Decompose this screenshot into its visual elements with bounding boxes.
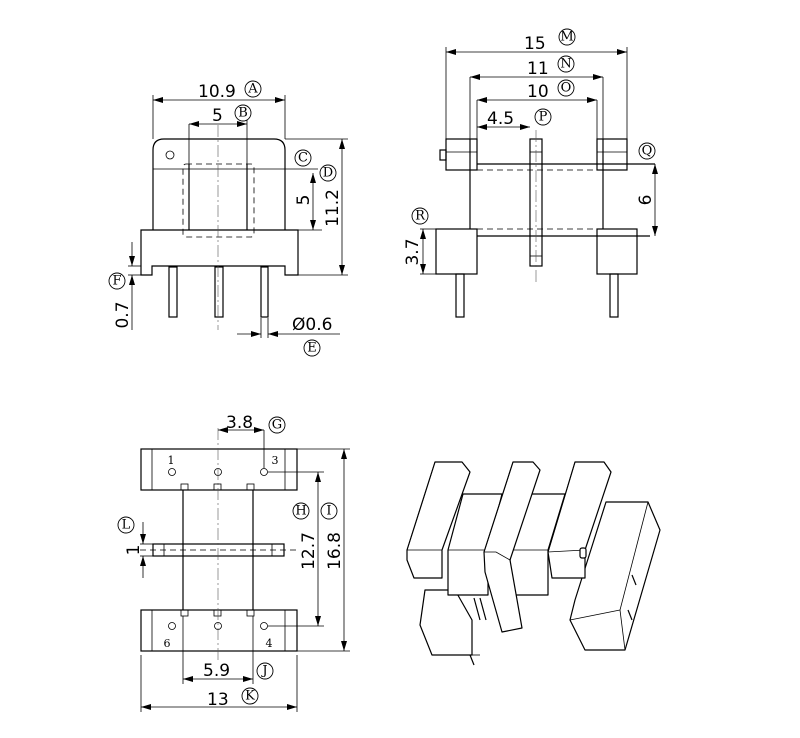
label-P: P [539,110,548,125]
label-J: J [260,664,267,679]
side-view: 15 M 11 N 10 O 4.5 P Q 6 R 3.7 [403,28,658,318]
iso-base-left [419,589,473,656]
pin-number: 1 [168,454,175,467]
dim-B: 5 [212,106,223,126]
dim-K: 13 [207,690,229,710]
dim-Q-height: 6 [636,195,656,206]
label-M: M [560,30,573,45]
pin [214,266,224,318]
bottom-view: 1 3 6 4 3.8 G 12.7 H 16.8 I 5.9 J [117,413,350,712]
base-flange [140,229,299,276]
label-H: H [295,504,306,519]
dim-L: 1 [124,545,144,556]
dim-M: 15 [524,34,546,54]
label-A: A [247,82,258,97]
dim-O: 10 [527,82,549,102]
dim-D: 11.2 [323,189,343,227]
iso-flange-1 [406,461,471,579]
label-I: I [326,504,331,519]
label-O: O [561,81,572,96]
bobbin-top-body [152,138,286,230]
pin [260,266,269,318]
label-R: R [415,209,426,224]
dim-F: 0.7 [113,301,133,328]
label-L: L [122,518,131,533]
pin-number: 6 [164,637,171,650]
core-window-hidden [182,163,255,238]
iso-flange-3 [547,461,612,579]
pin [609,273,619,318]
dim-R: 3.7 [403,238,423,265]
nub [439,149,447,161]
iso-base-right [569,501,661,651]
label-N: N [560,57,571,72]
pin [455,273,465,318]
front-view: 10.9 A 5 B C 5 11.2 D 0.7 F Ø0.6 E [108,80,348,357]
pin-number: 4 [266,637,273,650]
label-C: C [298,151,308,166]
isometric-view [406,461,661,666]
iso-nub [579,547,587,559]
label-E: E [307,341,317,356]
pin1-marker [165,150,175,160]
dim-H: 12.7 [299,532,319,570]
dim-P: 4.5 [487,109,514,129]
pin-number: 3 [272,454,279,467]
dim-J: 5.9 [203,661,230,681]
dim-C-height: 5 [294,195,314,206]
iso-flange-2 [483,461,541,633]
dim-I: 16.8 [325,532,345,570]
dim-A: 10.9 [198,82,236,102]
base-block-left [435,228,478,275]
dim-E: Ø0.6 [292,315,332,335]
label-K: K [245,689,255,704]
label-G: G [272,418,282,433]
dim-N: 11 [527,59,549,79]
dim-G: 3.8 [226,413,253,433]
label-F: F [112,274,121,289]
label-Q: Q [642,144,653,159]
pin [168,266,178,318]
label-D: D [323,166,333,181]
label-B: B [238,106,248,121]
